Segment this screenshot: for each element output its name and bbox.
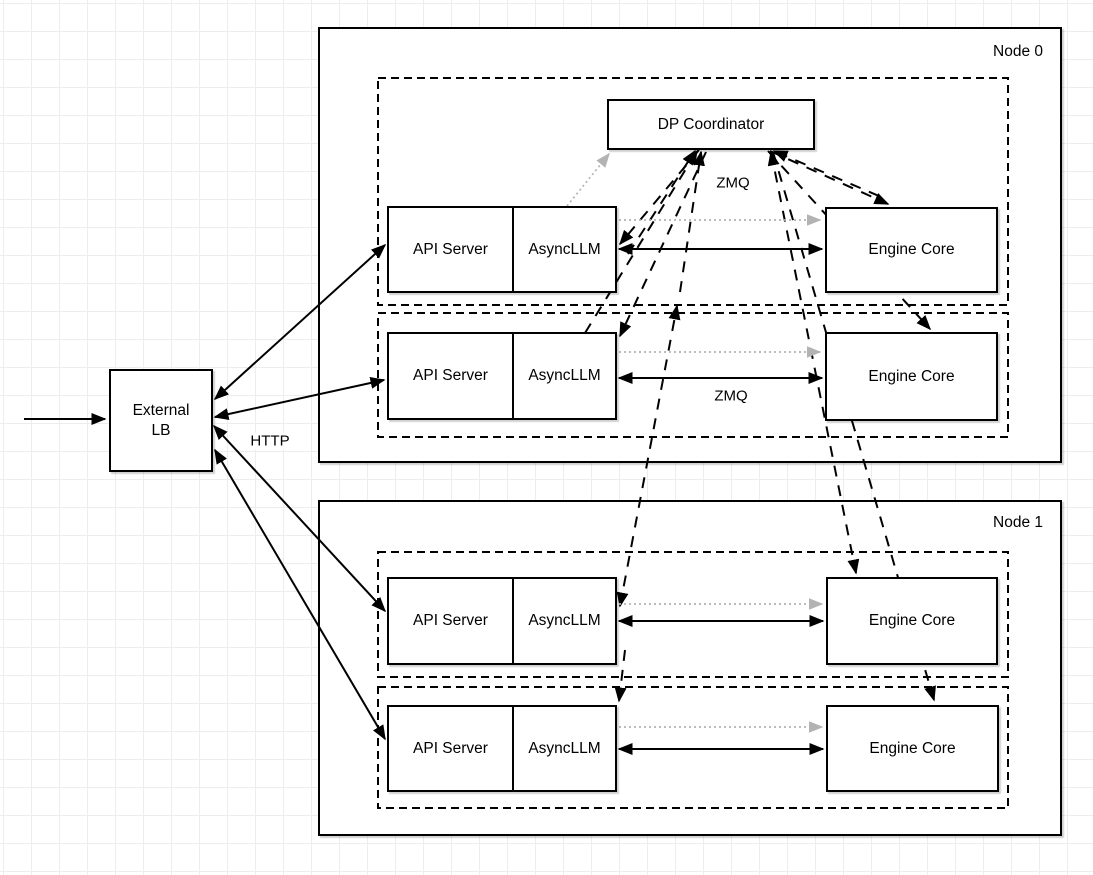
api-server-box-2: API Server AsyncLLM	[387, 577, 617, 665]
node0-label: Node 0	[993, 43, 1043, 60]
dp-coordinator-label: DP Coordinator	[657, 115, 765, 133]
api-server-box-1: API Server AsyncLLM	[387, 332, 617, 420]
engine-core-box-2: Engine Core	[826, 577, 998, 665]
http-label: HTTP	[248, 432, 292, 450]
asyncllm-cell: AsyncLLM	[528, 367, 601, 384]
api-server-cell: API Server	[389, 208, 514, 291]
engine-core-box-0: Engine Core	[825, 207, 998, 293]
api-server-cell: API Server	[389, 707, 514, 790]
zmq-label-row: ZMQ	[712, 387, 750, 405]
asyncllm-cell: AsyncLLM	[528, 612, 601, 629]
api-server-cell: API Server	[389, 579, 514, 663]
api-server-box-3: API Server AsyncLLM	[387, 705, 617, 792]
external-lb-box: External LB	[109, 369, 213, 472]
engine-core-box-1: Engine Core	[825, 332, 998, 421]
asyncllm-cell: AsyncLLM	[528, 739, 601, 757]
dp-coordinator-box: DP Coordinator	[607, 99, 815, 150]
external-lb-label: External LB	[132, 401, 190, 439]
asyncllm-cell: AsyncLLM	[528, 240, 601, 258]
node1-label: Node 1	[993, 514, 1043, 531]
api-server-cell: API Server	[389, 334, 514, 418]
engine-core-box-3: Engine Core	[826, 705, 999, 792]
api-server-box-0: API Server AsyncLLM	[387, 206, 617, 293]
zmq-label-coordinator: ZMQ	[714, 174, 752, 192]
